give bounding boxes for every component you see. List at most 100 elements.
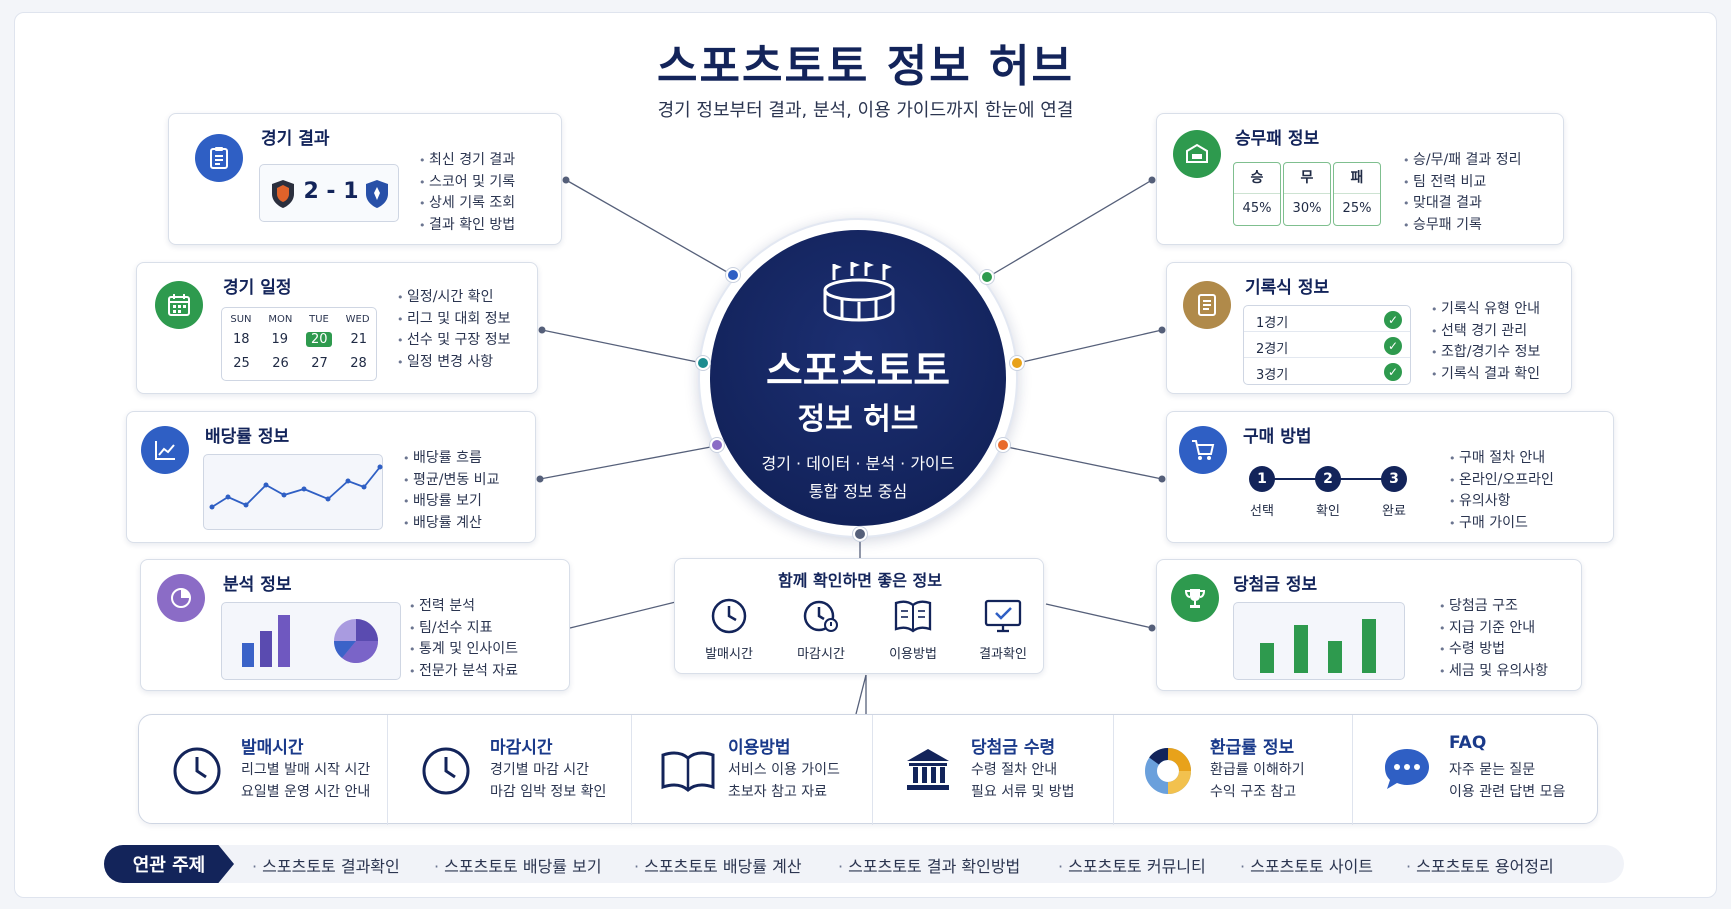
hub-subtitle: 정보 허브 [797, 402, 919, 437]
away-team-shield-icon [366, 180, 388, 208]
list-item: 세금 및 유의사항 [1439, 661, 1548, 683]
step-2: 2 [1315, 466, 1341, 492]
record-checklist: 1경기 ✓ 2경기 ✓ 3경기 ✓ [1243, 305, 1411, 385]
list-item: 기록식 유형 안내 [1431, 299, 1540, 321]
list-item: 구매 가이드 [1449, 513, 1554, 535]
list-item: 전문가 분석 자료 [409, 661, 518, 683]
divider [872, 715, 873, 825]
together-label: 마감시간 [797, 647, 845, 662]
record-row-label: 1경기 [1256, 316, 1289, 331]
page-subtitle: 경기 정보부터 결과, 분석, 이용 가이드까지 한눈에 연결 [657, 100, 1074, 121]
related-tag-link[interactable]: 스포츠토토 결과확인 [252, 853, 400, 877]
together-title: 함께 확인하면 좋은 정보 [778, 571, 942, 590]
connector-dot [726, 268, 740, 282]
trend-chart-icon [141, 426, 189, 474]
odds-line-chart [203, 454, 383, 530]
record-row-label: 3경기 [1256, 368, 1289, 383]
divider [631, 715, 632, 825]
bottom-item-title: 발매시간 [241, 738, 304, 758]
results-bullets: 최신 경기 결과 스코어 및 기록 상세 기록 조회 결과 확인 방법 [419, 150, 515, 236]
clock-icon [422, 747, 470, 795]
card-title: 경기 일정 [223, 278, 292, 298]
related-tag-link[interactable]: 스포츠토토 커뮤니티 [1058, 853, 1206, 877]
list-item: 선택 경기 관리 [1431, 321, 1540, 343]
analysis-pie [334, 619, 378, 664]
together-item-usage[interactable]: 이용방법 [873, 597, 953, 662]
related-tag-link[interactable]: 스포츠토토 배당률 계산 [634, 853, 801, 877]
list-item: 배당률 흐름 [403, 448, 499, 470]
hub-tagline: 경기 · 데이터 · 분석 · 가이드 [761, 454, 955, 473]
purchase-bullets: 구매 절차 안내 온라인/오프라인 유의사항 구매 가이드 [1449, 448, 1554, 534]
list-item: 구매 절차 안내 [1449, 448, 1554, 470]
connector-dot [710, 438, 724, 452]
bank-building-icon [907, 749, 949, 790]
card-title: 경기 결과 [261, 129, 330, 149]
odds-trend-line [209, 464, 383, 510]
card-wdl-info[interactable]: 승무패 정보 승 45% 무 30% 패 25% 승/무/패 결과 정리 팀 전… [1156, 113, 1564, 245]
hub-center[interactable]: 스포츠토토 정보 허브 경기 · 데이터 · 분석 · 가이드 통합 정보 중심 [710, 230, 1006, 526]
together-item-release[interactable]: 발매시간 [689, 597, 769, 662]
card-purchase-method[interactable]: 구매 방법 1 2 3 선택 확인 완료 구매 절차 안내 온라인/오프라인 유… [1166, 411, 1614, 543]
date-cell: 27 [311, 356, 328, 371]
list-item: 리그 및 대회 정보 [397, 309, 511, 331]
related-tag-link[interactable]: 스포츠토토 용어정리 [1406, 853, 1554, 877]
analysis-charts [221, 602, 401, 680]
list-item: 배당률 보기 [403, 491, 499, 513]
clipboard-icon [195, 134, 243, 182]
record-row: 1경기 ✓ [1244, 308, 1410, 332]
card-analysis-info[interactable]: 분석 정보 전력 분석 팀/선수 지표 통계 및 인사이트 전문가 분석 자료 [140, 559, 570, 691]
list-item: 스코어 및 기록 [419, 172, 515, 194]
bottom-item-title: 당첨금 수령 [971, 738, 1056, 758]
card-odds-info[interactable]: 배당률 정보 배당률 흐름 평균/변동 비교 배당률 보기 배당률 계산 [126, 411, 536, 543]
schedule-bullets: 일정/시간 확인 리그 및 대회 정보 선수 및 구장 정보 일정 변경 사항 [397, 287, 511, 373]
step-label: 선택 [1250, 504, 1274, 519]
step-3: 3 [1381, 466, 1407, 492]
shopping-cart-icon [1179, 426, 1227, 474]
related-tag-link[interactable]: 스포츠토토 사이트 [1240, 853, 1373, 877]
related-tag-link[interactable]: 스포츠토토 배당률 보기 [434, 853, 601, 877]
wdl-table: 승 45% 무 30% 패 25% [1233, 162, 1381, 226]
together-item-deadline[interactable]: 마감시간 [781, 597, 861, 662]
card-title: 당첨금 정보 [1233, 575, 1318, 595]
stadium-icon [823, 262, 895, 322]
step-label: 완료 [1382, 504, 1406, 519]
score-box: 2 - 1 [259, 164, 399, 222]
open-book-icon [661, 751, 715, 792]
bottom-item-title: 마감시간 [490, 738, 553, 758]
card-record-info[interactable]: 기록식 정보 1경기 ✓ 2경기 ✓ 3경기 ✓ 기록식 유형 안내 선택 경기… [1166, 262, 1572, 394]
card-match-schedule[interactable]: 경기 일정 SUN MON TUE WED 18 19 20 21 25 26 … [136, 262, 538, 394]
date-cell: 28 [350, 356, 367, 371]
record-bullets: 기록식 유형 안내 선택 경기 관리 조합/경기수 정보 기록식 결과 확인 [1431, 299, 1540, 385]
bottom-item-title: 환급률 정보 [1210, 738, 1295, 758]
step-1: 1 [1249, 466, 1275, 492]
check-icon: ✓ [1384, 311, 1402, 329]
pie-chart-icon [157, 574, 205, 622]
list-item: 일정/시간 확인 [397, 287, 511, 309]
related-tag-link[interactable]: 스포츠토토 결과 확인방법 [838, 853, 1020, 877]
list-item: 조합/경기수 정보 [1431, 342, 1540, 364]
connector-dot [996, 438, 1010, 452]
card-match-results[interactable]: 경기 결과 2 - 1 최신 경기 결과 스코어 및 기록 상세 기록 조회 결… [168, 113, 562, 245]
list-item: 전력 분석 [409, 596, 518, 618]
related-tags-label: 연관 주제 [104, 845, 234, 883]
together-item-result[interactable]: 결과확인 [963, 597, 1043, 662]
bar-mark [1260, 643, 1274, 673]
card-prize-info[interactable]: 당첨금 정보 당첨금 구조 지급 기준 안내 수령 방법 세금 및 유의사항 [1156, 559, 1582, 691]
divider [1113, 715, 1114, 825]
list-item: 일정 변경 사항 [397, 352, 511, 374]
step-label: 확인 [1316, 504, 1340, 519]
list-item: 승/무/패 결과 정리 [1403, 150, 1522, 172]
chat-bubble-icon [1385, 749, 1429, 789]
purchase-steps: 1 2 3 선택 확인 완료 [1245, 464, 1435, 524]
monitor-check-icon [984, 599, 1022, 633]
date-cell: 25 [233, 356, 250, 371]
together-label: 이용방법 [889, 647, 937, 662]
